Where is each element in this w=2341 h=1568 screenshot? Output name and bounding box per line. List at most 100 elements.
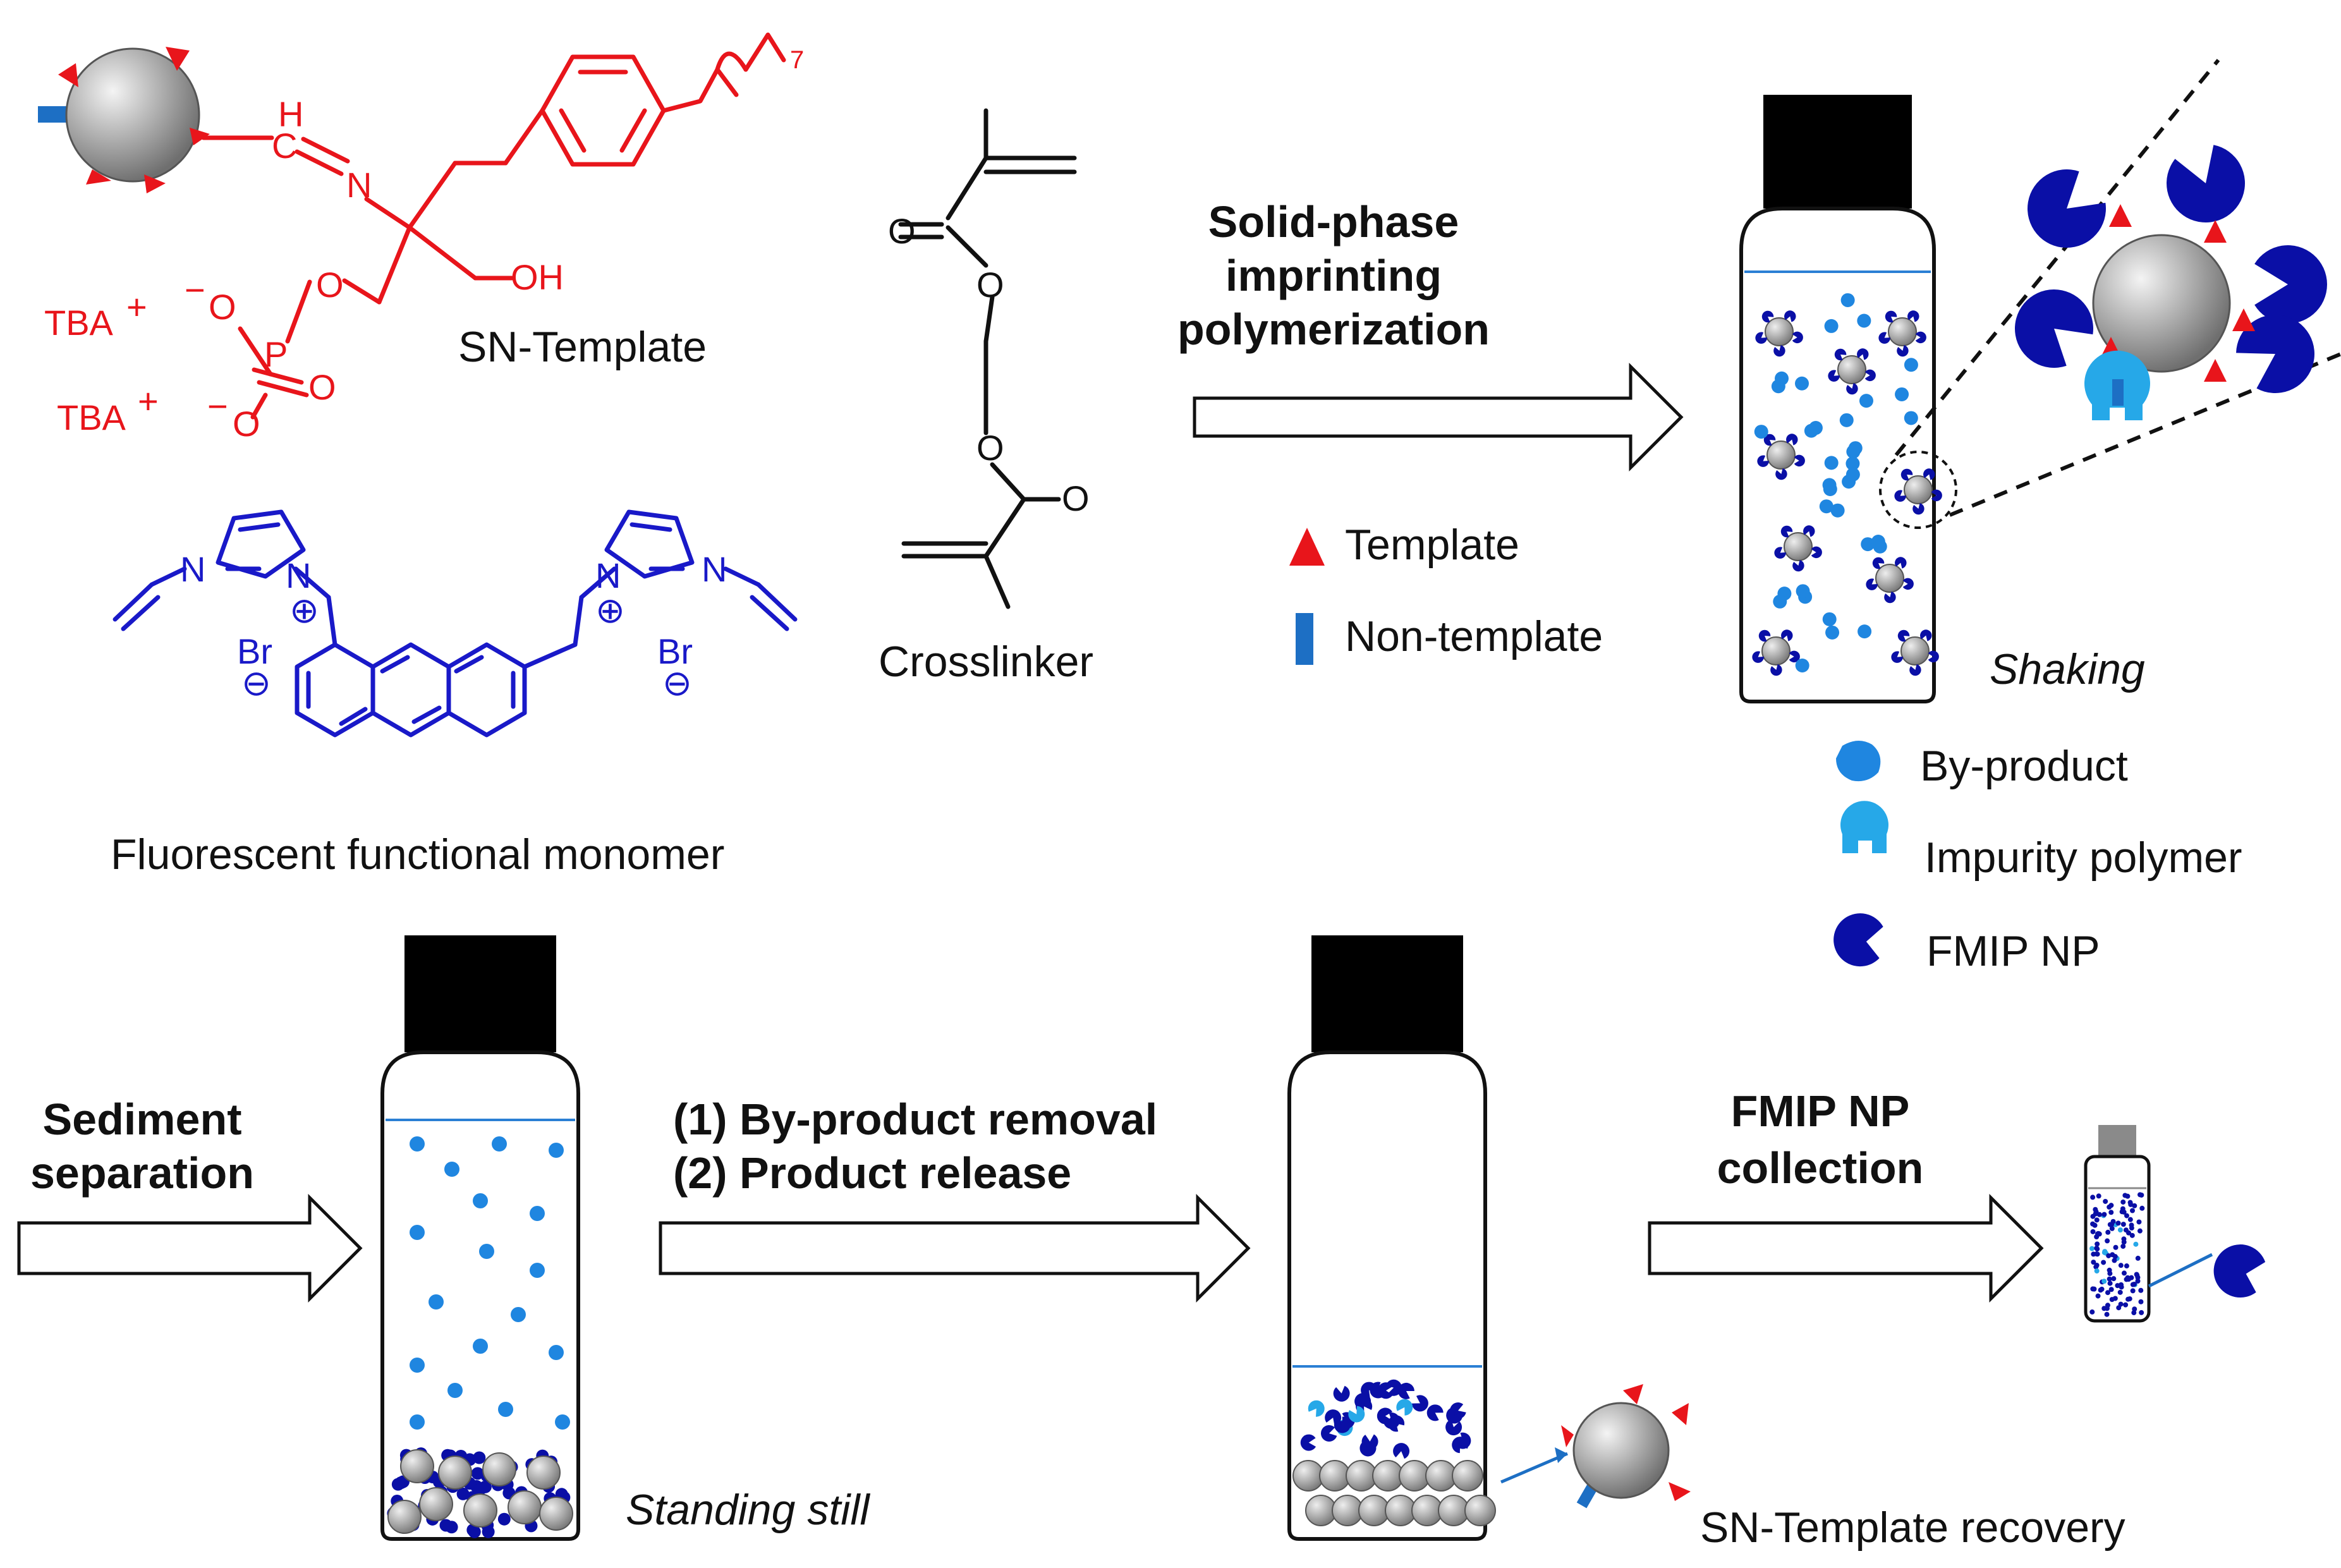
fmip-np	[1915, 331, 1926, 344]
fmip-np	[1780, 525, 1793, 538]
bead	[508, 1490, 542, 1524]
fmip-np	[2095, 1241, 2100, 1247]
fmip-np	[439, 1519, 453, 1532]
template-triangle-icon	[1289, 528, 1325, 566]
fmip-np	[2138, 1287, 2144, 1293]
monomer-minus-1: ⊖	[241, 663, 271, 703]
fmip-np	[1857, 348, 1869, 360]
bead	[1319, 1460, 1351, 1492]
fmip-np	[2116, 1305, 2122, 1311]
template-atom-h: H	[278, 94, 303, 134]
fmip-np	[2089, 1309, 2095, 1315]
step1-arrow	[1193, 362, 1684, 472]
fmip-np	[2103, 1198, 2108, 1204]
fmip-np	[1907, 310, 1919, 322]
template-atom-oh: OH	[511, 257, 564, 297]
bead	[419, 1487, 453, 1521]
fmip-np	[1354, 1393, 1371, 1409]
by-product-dot	[1795, 658, 1809, 672]
fmip-np	[2094, 1246, 2100, 1251]
monomer-br-2: Br	[657, 631, 693, 671]
fmip-np	[2121, 1209, 2127, 1215]
fmip-np	[2120, 1243, 2126, 1249]
template-bead-icon	[38, 47, 210, 193]
bead	[1372, 1460, 1404, 1492]
by-product-dot	[1819, 499, 1833, 514]
by-product-dot	[555, 1414, 570, 1430]
monomer-br-1: Br	[237, 631, 272, 671]
fmip-np	[1834, 348, 1847, 361]
fmip-np	[2101, 1279, 2107, 1284]
template-atom-o2: O	[308, 367, 336, 407]
fmip-np	[2112, 1258, 2117, 1263]
fmip-np	[1758, 629, 1771, 642]
by-product-dot	[1825, 625, 1840, 640]
template-plus-1: +	[126, 287, 147, 327]
crosslinker-structure: O O O O Crosslinker	[879, 108, 1093, 686]
by-product-dot	[410, 1414, 425, 1430]
fmip-np	[2129, 1208, 2135, 1213]
legend-non-template-label: Non-template	[1345, 612, 1603, 660]
by-product-dot	[498, 1402, 513, 1417]
monomer-plus-2: ⊕	[595, 590, 625, 630]
fmip-np	[1792, 560, 1804, 572]
fmip-np	[1752, 651, 1764, 663]
by-product-dot	[492, 1136, 507, 1152]
fmip-np	[2101, 1260, 2107, 1265]
bead	[482, 1452, 516, 1486]
bead	[1766, 441, 1796, 470]
fmip-np	[2131, 1281, 2137, 1287]
fmip-np	[2093, 1206, 2098, 1212]
fmip-np	[1803, 525, 1815, 537]
fmip-np	[2091, 1260, 2096, 1265]
by-product-dot	[429, 1294, 444, 1310]
template-minus-1: −	[185, 270, 205, 310]
monomer-atom-n3: N	[595, 556, 621, 595]
by-product-dot	[511, 1307, 526, 1322]
step4-line1: FMIP NP	[1731, 1086, 1910, 1136]
by-product-dot	[549, 1143, 564, 1158]
fmip-np	[1912, 503, 1924, 515]
fmip-np	[1300, 1434, 1316, 1451]
fmip-np	[1923, 468, 1935, 480]
fmip-np	[2121, 1239, 2127, 1245]
bead	[1305, 1495, 1337, 1526]
crosslinker-atom-o1: O	[888, 211, 916, 251]
fluorescent-monomer-structure: N N ⊕ N ⊕ N Br ⊖ Br ⊖ Fluorescent functi…	[111, 509, 798, 878]
fmip-np	[1426, 1404, 1444, 1421]
bead	[1837, 355, 1866, 384]
fmip-np	[2139, 1205, 2145, 1211]
by-product-dot	[473, 1339, 488, 1354]
fmip-np	[2123, 1302, 2129, 1308]
fmip-np	[1781, 629, 1793, 641]
fmip-np	[1757, 455, 1769, 467]
monomer-minus-2: ⊖	[662, 663, 692, 703]
fmip-np	[1792, 331, 1803, 344]
by-product-dot	[1861, 537, 1875, 552]
fmip-np	[2125, 1296, 2131, 1302]
bead	[1399, 1460, 1430, 1492]
fmip-np	[1770, 664, 1782, 676]
step2-line2: separation	[30, 1148, 254, 1198]
fmip-np	[1894, 490, 1906, 502]
collection-arrow	[2148, 1253, 2213, 1288]
by-product-dot	[1775, 371, 1789, 386]
fmip-np	[2137, 1228, 2143, 1234]
fmip-np	[2139, 1192, 2144, 1198]
bead	[1332, 1495, 1363, 1526]
sn-template-structure: H C N OH O P O O O − − TBA + TBA + 7 SN-…	[38, 32, 804, 444]
by-product-dot	[1845, 456, 1860, 471]
fmip-np	[2101, 1306, 2107, 1311]
fmip-np	[2127, 1217, 2133, 1222]
fmip-np	[2099, 1286, 2105, 1292]
template-minus-2: −	[207, 386, 228, 426]
fmip-np	[2118, 1263, 2124, 1268]
fmip-np	[2115, 1220, 2121, 1226]
bead	[1385, 1495, 1416, 1526]
fmip-np	[2095, 1293, 2101, 1299]
by-product-dot	[1824, 319, 1839, 333]
vial-shaking	[1739, 59, 2341, 703]
fmip-np	[2254, 245, 2328, 324]
template-atom-o4: O	[233, 404, 260, 444]
fmip-np	[2125, 1193, 2131, 1199]
